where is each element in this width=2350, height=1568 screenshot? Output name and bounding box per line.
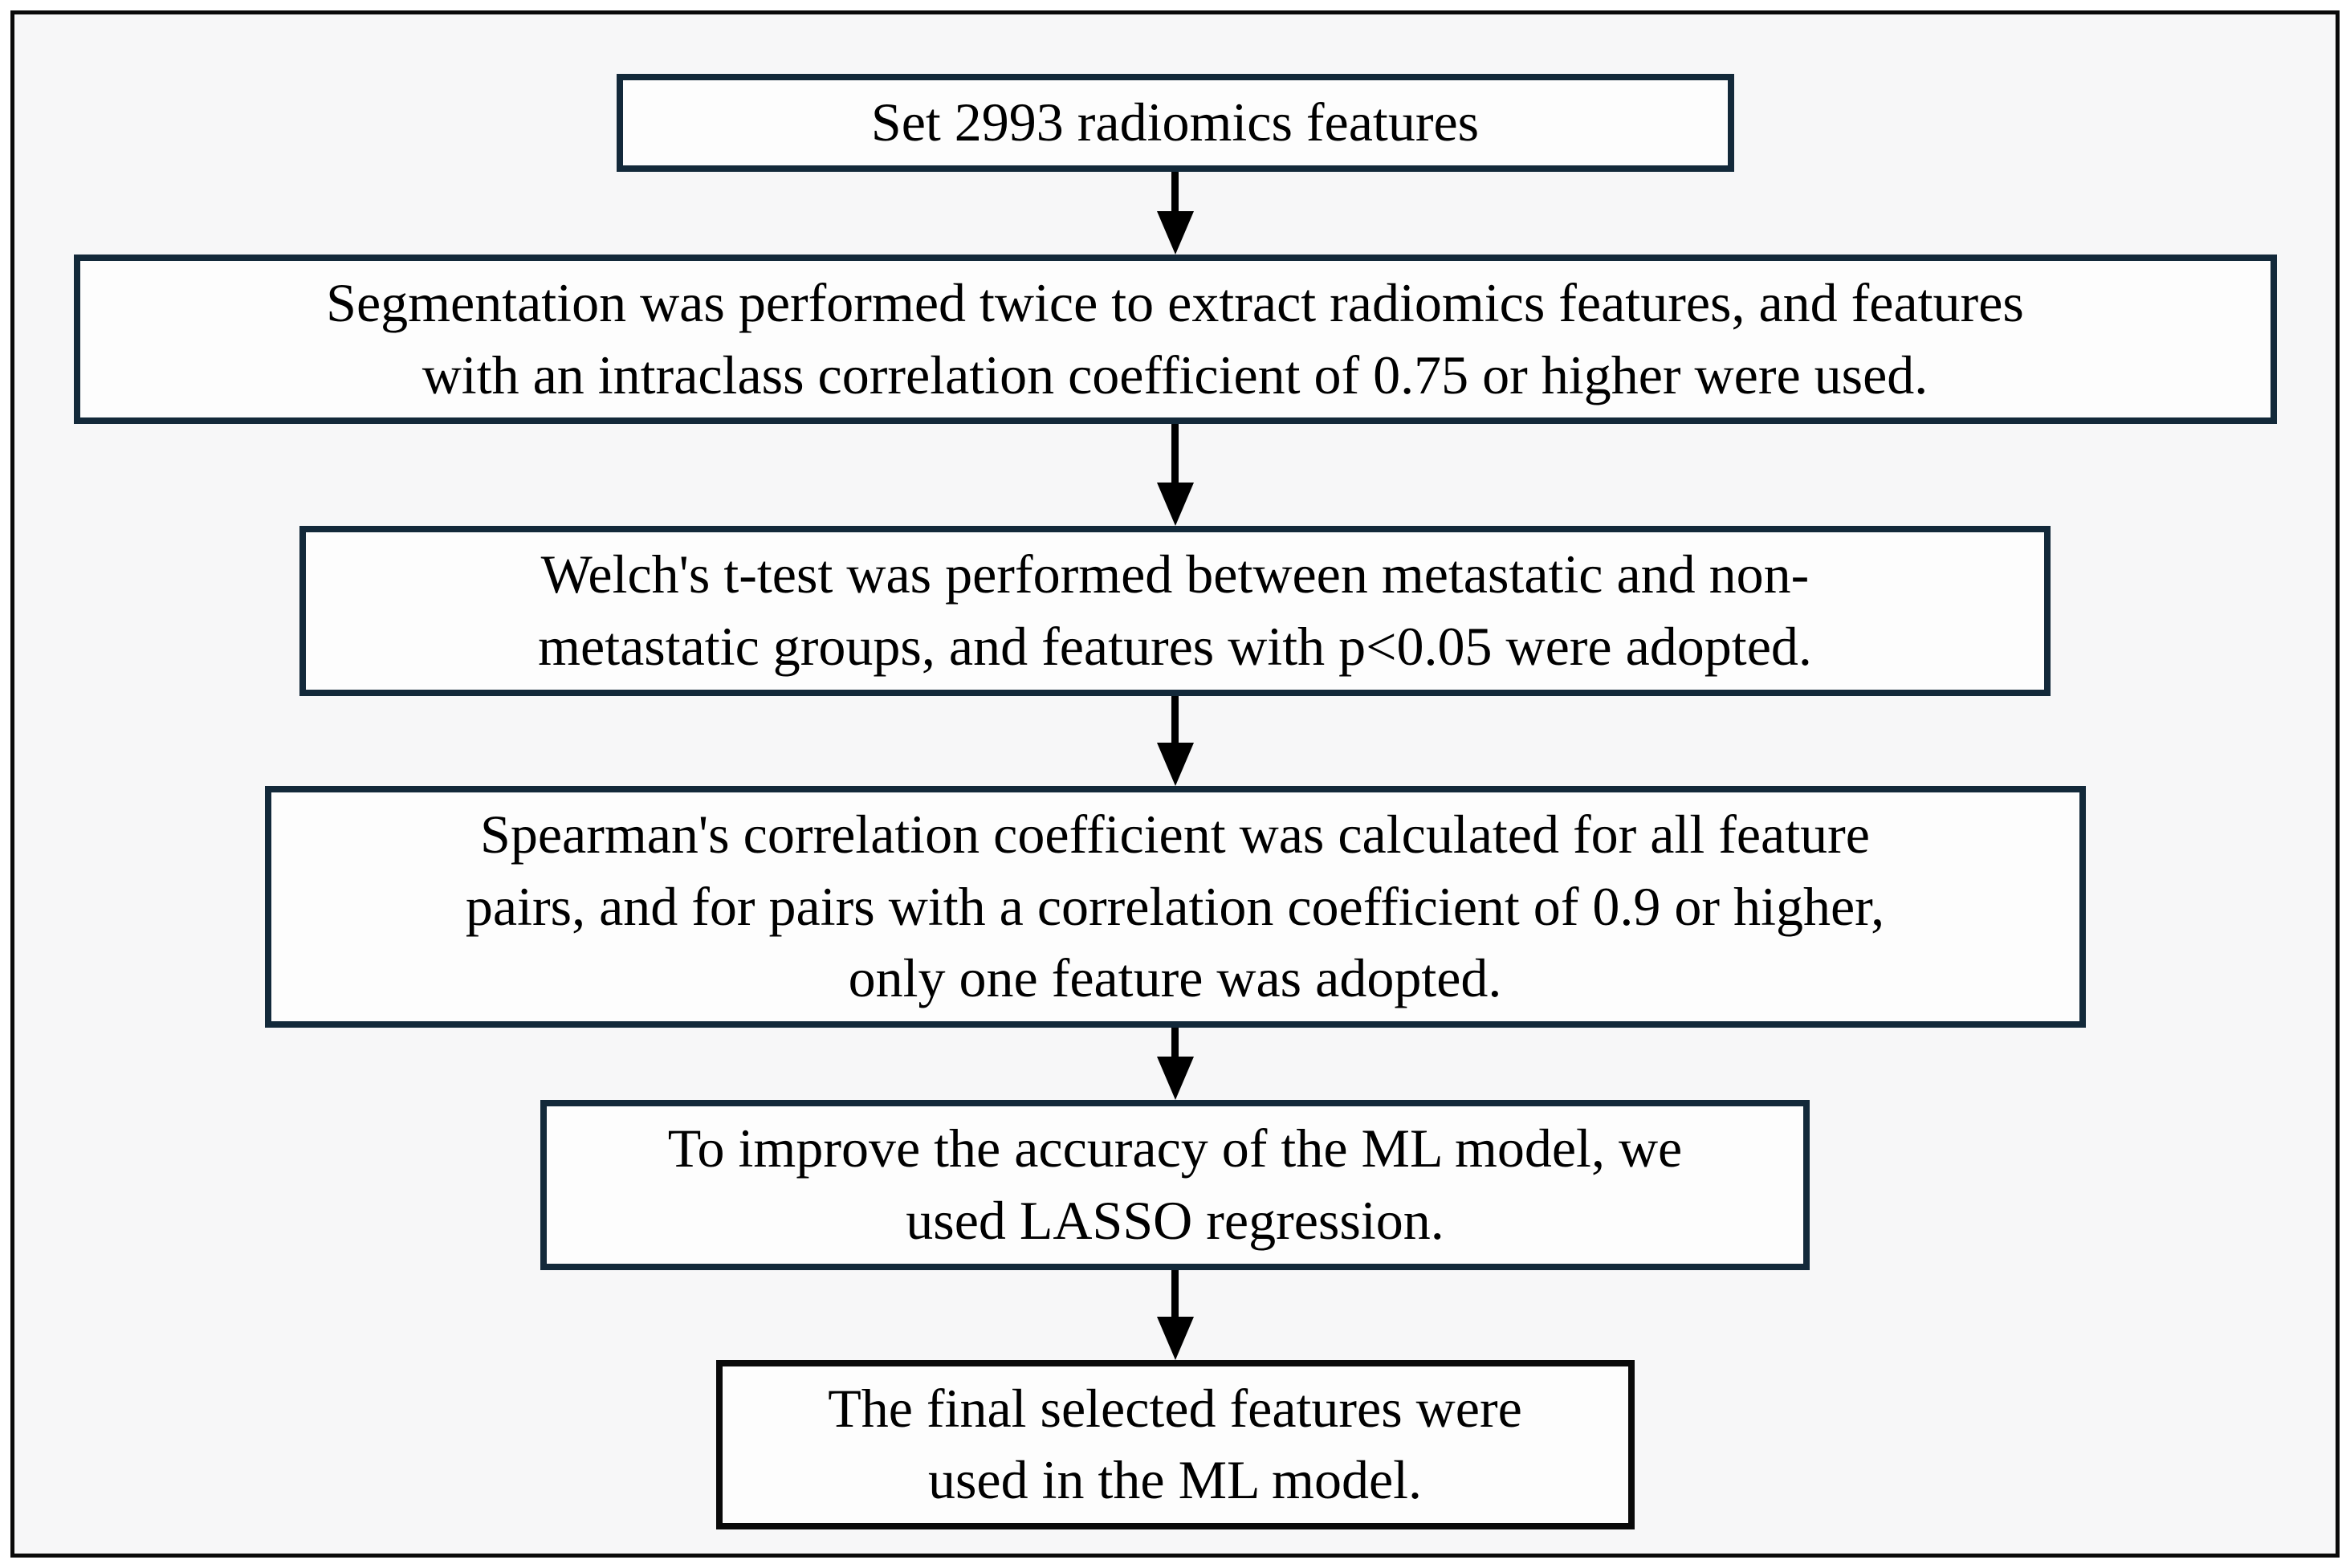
process-box-lasso-regression: To improve the accuracy of the ML model,… — [540, 1100, 1810, 1270]
box-text-line: To improve the accuracy of the ML model,… — [667, 1118, 1683, 1179]
flow-arrow-2 — [1156, 424, 1194, 527]
process-box-welch-ttest: Welch's t-test was performed between met… — [299, 526, 2051, 696]
flow-arrow-1 — [1156, 171, 1194, 255]
box-text-line: Segmentation was performed twice to extr… — [326, 271, 2024, 333]
arrow-stem — [1171, 1269, 1179, 1317]
process-box-spearman-correlation: Spearman's correlation coefficient was c… — [264, 785, 2086, 1028]
flowchart-frame: Set 2993 radiomics features Segmentation… — [10, 10, 2340, 1558]
arrowhead-down-icon — [1156, 483, 1194, 527]
box-text-line: pairs, and for pairs with a correlation … — [465, 875, 1885, 937]
box-text-line: Welch's t-test was performed between met… — [540, 544, 1810, 605]
arrowhead-down-icon — [1156, 1316, 1194, 1360]
box-text-line: Set 2993 radiomics features — [870, 92, 1480, 153]
flow-arrow-3 — [1156, 695, 1194, 786]
arrow-stem — [1171, 1028, 1179, 1057]
box-text-line: The final selected features were — [828, 1377, 1522, 1439]
box-text-line: with an intraclass correlation coefficie… — [422, 344, 1928, 405]
arrow-stem — [1171, 695, 1179, 743]
arrow-stem — [1171, 171, 1179, 211]
arrow-stem — [1171, 424, 1179, 483]
arrowhead-down-icon — [1156, 1057, 1194, 1100]
process-box-segmentation-icc: Segmentation was performed twice to extr… — [73, 254, 2277, 425]
arrowhead-down-icon — [1156, 742, 1194, 786]
flow-arrow-4 — [1156, 1028, 1194, 1100]
box-text-line: used in the ML model. — [927, 1449, 1423, 1511]
box-text-line: metastatic groups, and features with p<0… — [538, 616, 1812, 677]
box-text-line: only one feature was adopted. — [848, 947, 1502, 1009]
flow-arrow-5 — [1156, 1269, 1194, 1360]
box-text-line: Spearman's correlation coefficient was c… — [480, 803, 1870, 865]
process-box-set-features: Set 2993 radiomics features — [616, 74, 1734, 172]
process-box-final-features: The final selected features were used in… — [715, 1359, 1635, 1529]
box-text-line: used LASSO regression. — [906, 1189, 1444, 1251]
arrowhead-down-icon — [1156, 210, 1194, 255]
